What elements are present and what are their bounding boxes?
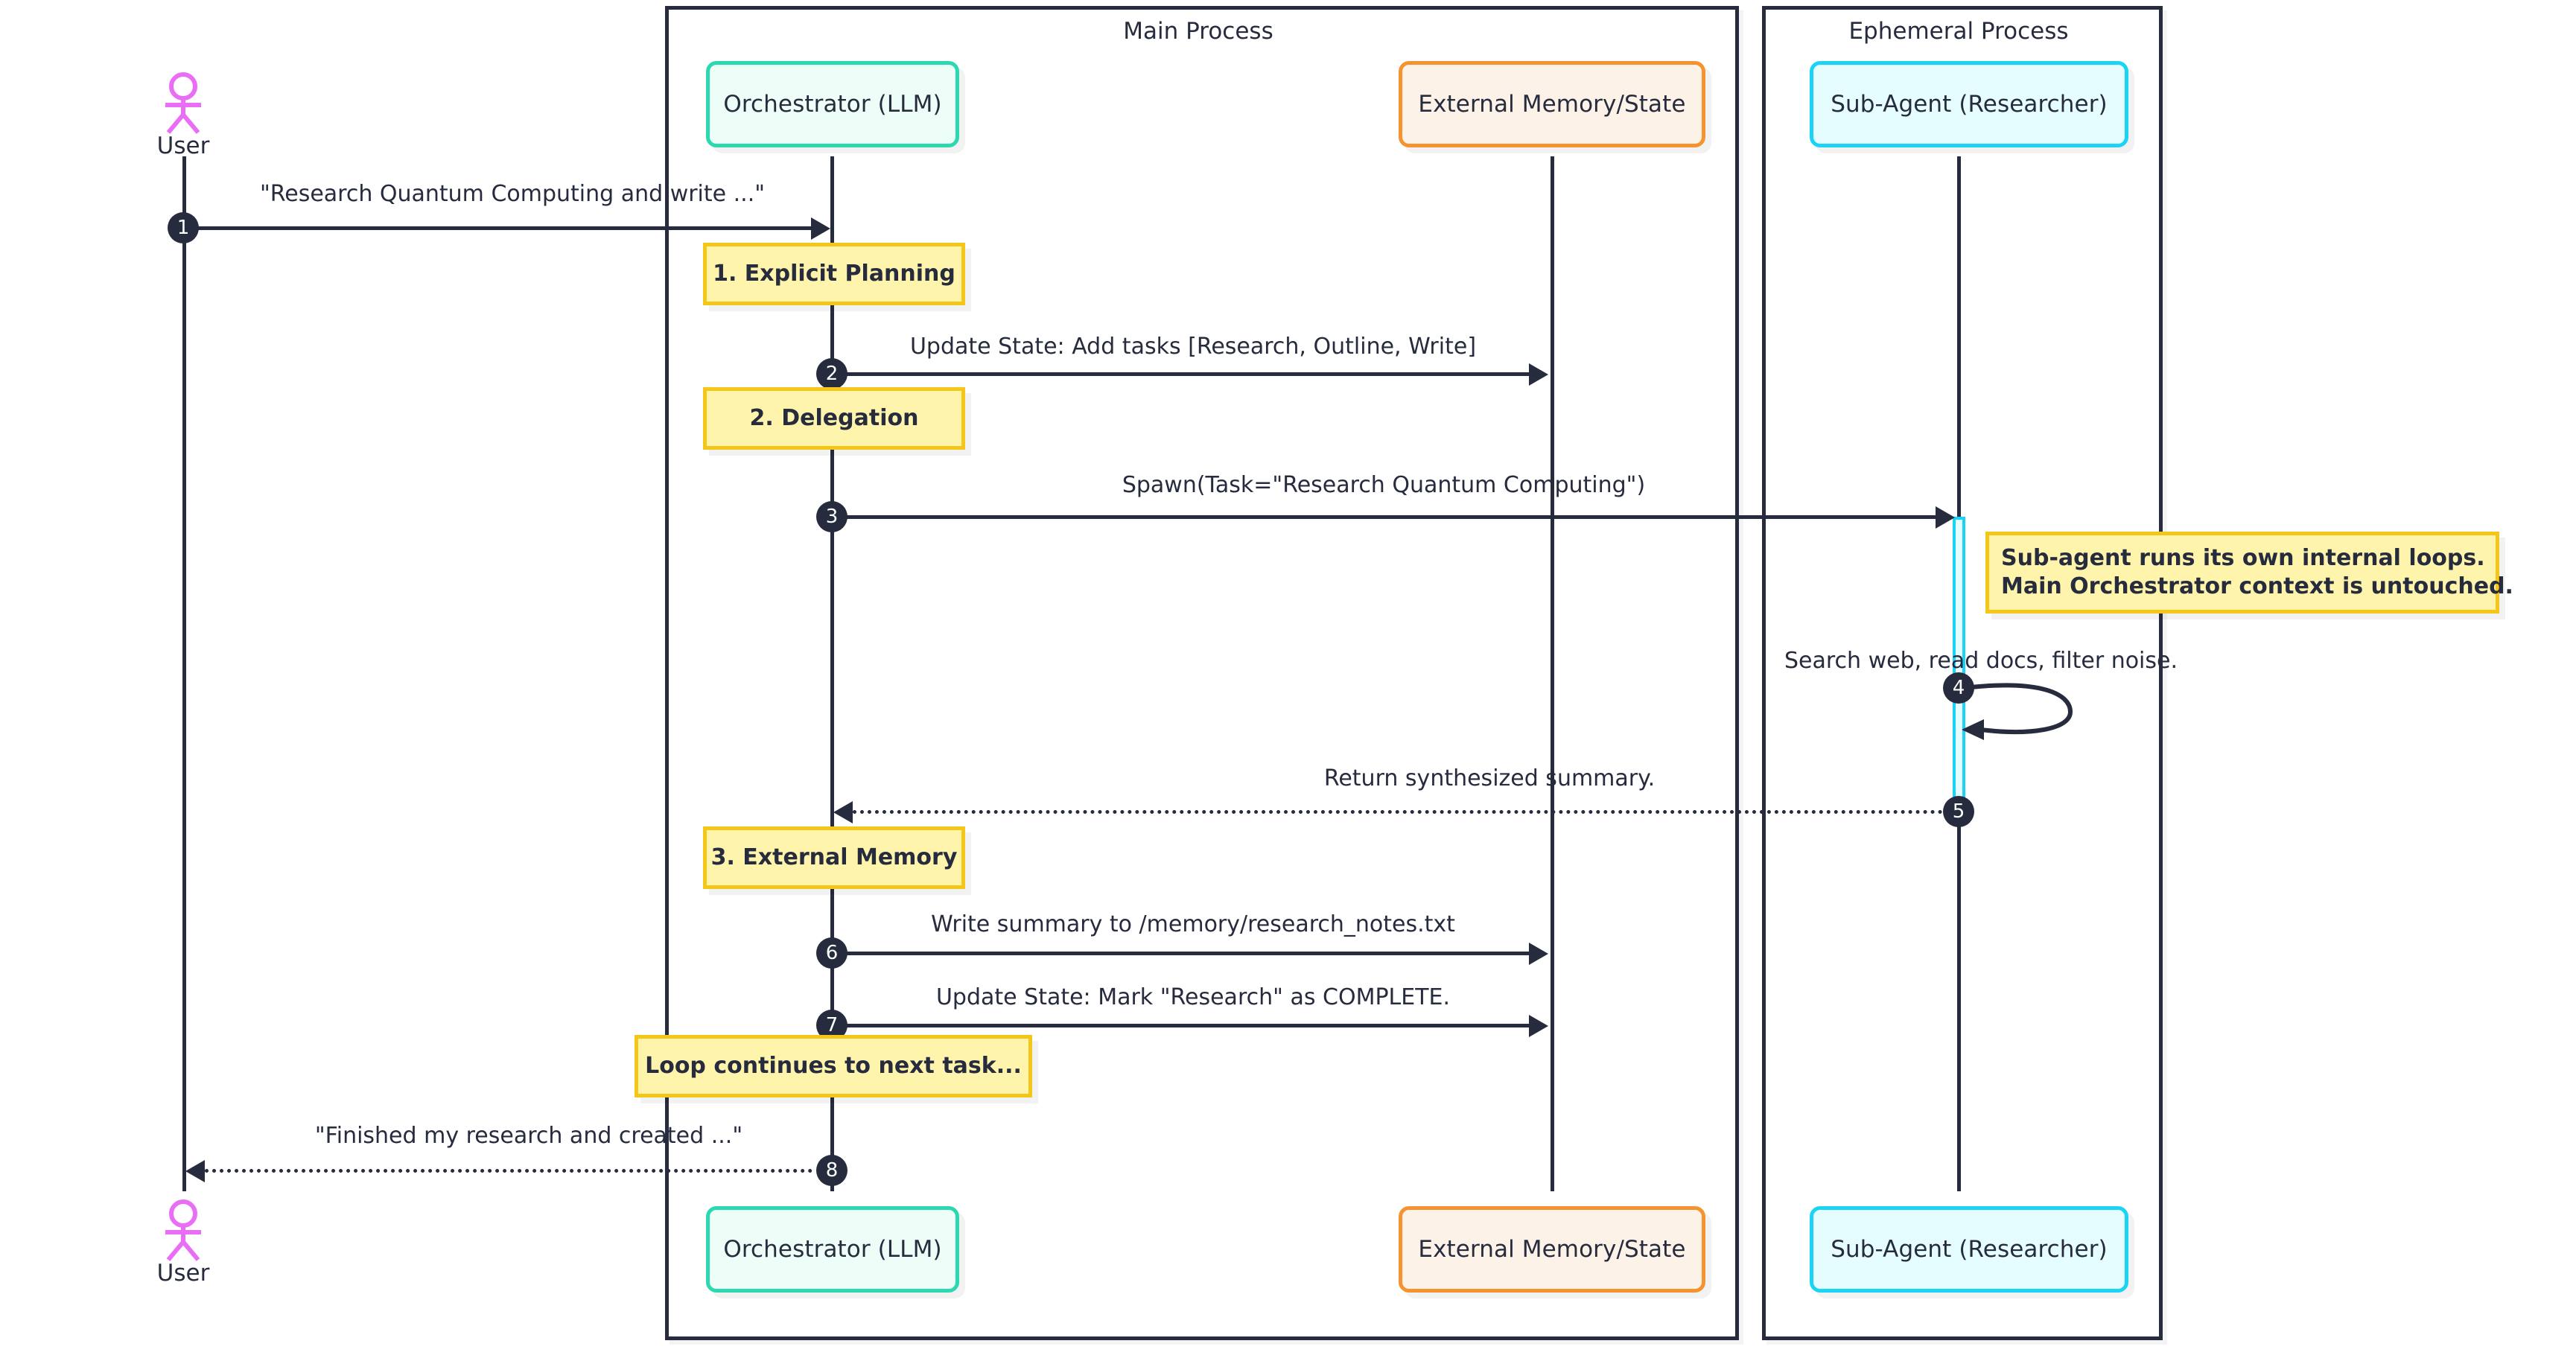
actor-user-label-bottom: User	[156, 1260, 210, 1287]
note-delegation-text: 2. Delegation	[749, 404, 919, 431]
group-main-process	[665, 6, 1739, 1340]
lifeline-external-memory	[1551, 156, 1554, 1191]
participant-box-external-memory-bottom[interactable]: External Memory/State	[1399, 1206, 1705, 1293]
message-line-6	[830, 952, 1530, 955]
message-text-7: Update State: Mark "Research" as COMPLET…	[935, 984, 1451, 1010]
note-subagent-loops: Sub-agent runs its own internal loops. M…	[1985, 532, 2513, 614]
note-external-memory: 3. External Memory	[703, 826, 965, 889]
message-seqnum-5: 5	[1943, 796, 1974, 827]
message-text-1: "Research Quantum Computing and write ..…	[259, 181, 766, 207]
message-arrowhead-2	[1529, 363, 1548, 386]
participant-label-sub-agent-bottom: Sub-Agent (Researcher)	[1831, 1236, 2108, 1263]
participant-label-sub-agent-top: Sub-Agent (Researcher)	[1831, 91, 2108, 118]
lifeline-orchestrator	[830, 156, 834, 1191]
message-seqnum-4: 4	[1943, 672, 1974, 704]
participant-box-orchestrator-bottom[interactable]: Orchestrator (LLM)	[706, 1206, 959, 1293]
message-arrowhead-7	[1529, 1015, 1548, 1037]
participant-box-sub-agent-bottom[interactable]: Sub-Agent (Researcher)	[1810, 1206, 2128, 1293]
group-main-process-title: Main Process	[1123, 18, 1273, 45]
message-text-3: Spawn(Task="Research Quantum Computing")	[1122, 472, 1646, 498]
lifeline-user	[182, 156, 186, 1191]
group-ephemeral-process-title: Ephemeral Process	[1848, 18, 2069, 45]
message-seqnum-8: 8	[816, 1155, 847, 1186]
message-text-4: Search web, read docs, filter noise.	[1784, 648, 2178, 674]
message-selfloop-4	[1959, 678, 2093, 748]
message-text-5: Return synthesized summary.	[1323, 765, 1656, 791]
note-loop-continues: Loop continues to next task...	[635, 1035, 1032, 1097]
message-line-8	[205, 1169, 812, 1173]
participant-box-sub-agent-top[interactable]: Sub-Agent (Researcher)	[1810, 61, 2128, 147]
note-loop-continues-text: Loop continues to next task...	[645, 1052, 1022, 1079]
message-seqnum-2: 2	[816, 358, 847, 389]
message-arrowhead-3	[1936, 506, 1955, 529]
message-seqnum-3: 3	[816, 501, 847, 532]
note-explicit-planning-text: 1. Explicit Planning	[713, 260, 955, 287]
message-arrowhead-1	[811, 217, 830, 240]
message-text-8: "Finished my research and created ..."	[314, 1123, 743, 1149]
participant-label-orchestrator-top: Orchestrator (LLM)	[723, 91, 942, 118]
message-line-1	[182, 226, 812, 230]
message-seqnum-1: 1	[168, 212, 199, 243]
participant-label-external-memory-bottom: External Memory/State	[1418, 1236, 1686, 1263]
message-arrowhead-6	[1529, 943, 1548, 965]
actor-user-label-top: User	[156, 133, 210, 159]
actor-user-bottom[interactable]	[155, 1199, 212, 1266]
participant-label-orchestrator-bottom: Orchestrator (LLM)	[723, 1236, 942, 1263]
message-text-6: Write summary to /memory/research_notes.…	[931, 911, 1455, 937]
message-arrowhead-5	[833, 801, 853, 823]
message-seqnum-6: 6	[816, 937, 847, 969]
actor-user-top[interactable]	[155, 71, 212, 138]
note-explicit-planning: 1. Explicit Planning	[703, 243, 965, 305]
message-line-7	[830, 1024, 1530, 1027]
message-arrowhead-8	[185, 1160, 205, 1182]
message-line-3	[830, 515, 1939, 519]
participant-label-external-memory-top: External Memory/State	[1418, 91, 1686, 118]
user-stick-figure-icon	[165, 1199, 201, 1261]
message-line-5	[853, 810, 1943, 814]
message-line-2	[830, 372, 1530, 376]
note-external-memory-text: 3. External Memory	[710, 844, 958, 870]
message-text-2: Update State: Add tasks [Research, Outli…	[909, 334, 1477, 360]
user-stick-figure-icon	[165, 72, 201, 134]
group-ephemeral-process	[1762, 6, 2163, 1340]
participant-box-external-memory-top[interactable]: External Memory/State	[1399, 61, 1705, 147]
note-delegation: 2. Delegation	[703, 387, 965, 450]
participant-box-orchestrator-top[interactable]: Orchestrator (LLM)	[706, 61, 959, 147]
note-subagent-loops-text: Sub-agent runs its own internal loops. M…	[2001, 544, 2513, 599]
